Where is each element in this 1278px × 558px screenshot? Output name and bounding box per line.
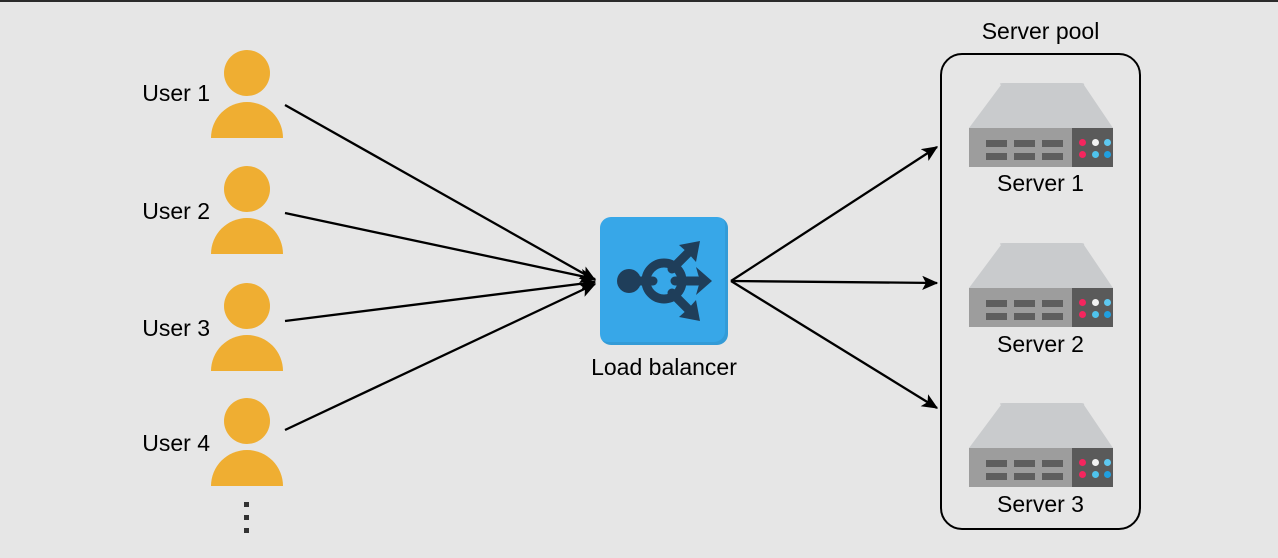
server-slot [1014, 153, 1035, 160]
led-blue [1104, 311, 1111, 318]
user-head-icon [224, 50, 270, 96]
user-icon-3 [211, 283, 283, 371]
led-blue [1104, 471, 1111, 478]
led-lightblue [1104, 299, 1111, 306]
link-lb-to-server2 [730, 275, 939, 290]
led-cyan [1092, 151, 1099, 158]
server-slot [1014, 300, 1035, 307]
link-user1-to-lb [284, 103, 597, 282]
led-white [1092, 299, 1099, 306]
led-blue [1104, 151, 1111, 158]
server-label-1: Server 1 [997, 170, 1084, 196]
server-slot [986, 153, 1007, 160]
led-pink [1079, 459, 1086, 466]
server-pool-title: Server pool [981, 18, 1100, 44]
server-slot [986, 313, 1007, 320]
user-body-icon [211, 102, 283, 138]
server-slot [1014, 140, 1035, 147]
server-top-face-icon [969, 243, 1113, 288]
user-body-icon [211, 450, 283, 486]
server-icon-3[interactable] [965, 403, 1117, 487]
server-led-panel [1072, 128, 1113, 167]
server-slot [986, 460, 1007, 467]
server-slot [1014, 313, 1035, 320]
user-label-3: User 3 [142, 315, 210, 341]
user-head-icon [224, 283, 270, 329]
led-pink [1079, 299, 1086, 306]
led-pink [1079, 139, 1086, 146]
server-led-panel [1072, 448, 1113, 487]
server-icon-2[interactable] [965, 243, 1117, 327]
led-lightblue [1104, 139, 1111, 146]
led-white [1092, 459, 1099, 466]
server-top-face-icon [969, 403, 1113, 448]
user-body-icon [211, 218, 283, 254]
user-head-icon [224, 398, 270, 444]
server-slot [1014, 473, 1035, 480]
server-slot [1042, 313, 1063, 320]
server-label-2: Server 2 [997, 331, 1084, 357]
link-lb-to-server3 [730, 280, 939, 409]
led-cyan [1092, 471, 1099, 478]
top-divider-rule [0, 0, 1278, 2]
load-balancer-distribute-icon [617, 241, 712, 321]
server-slot [986, 140, 1007, 147]
user-head-icon [224, 166, 270, 212]
led-pink [1079, 471, 1086, 478]
server-slot [1042, 300, 1063, 307]
led-pink [1079, 311, 1086, 318]
server-slot [1042, 473, 1063, 480]
link-user3-to-lb [284, 276, 597, 323]
load-balancer-node[interactable] [600, 217, 728, 345]
server-top-face-icon [969, 83, 1113, 128]
server-icon-1[interactable] [965, 83, 1117, 167]
link-lb-to-server1 [730, 146, 939, 282]
link-user2-to-lb [284, 211, 597, 283]
server-slot [1042, 460, 1063, 467]
link-user4-to-lb [284, 282, 597, 432]
user-label-2: User 2 [142, 198, 210, 224]
led-pink [1079, 151, 1086, 158]
server-slot [1042, 140, 1063, 147]
server-slot [1014, 460, 1035, 467]
user-icon-2 [211, 166, 283, 254]
user-label-4: User 4 [142, 430, 210, 456]
led-white [1092, 139, 1099, 146]
led-lightblue [1104, 459, 1111, 466]
user-label-1: User 1 [142, 80, 210, 106]
server-led-panel [1072, 288, 1113, 327]
user-icon-1 [211, 50, 283, 138]
server-slot [1042, 153, 1063, 160]
user-body-icon [211, 335, 283, 371]
server-slot [986, 300, 1007, 307]
server-slot [986, 473, 1007, 480]
led-cyan [1092, 311, 1099, 318]
more-users-ellipsis-icon [244, 502, 249, 541]
user-icon-4 [211, 398, 283, 486]
load-balancer-label: Load balancer [591, 354, 737, 380]
server-pool-container [940, 53, 1141, 530]
server-label-3: Server 3 [997, 491, 1084, 517]
